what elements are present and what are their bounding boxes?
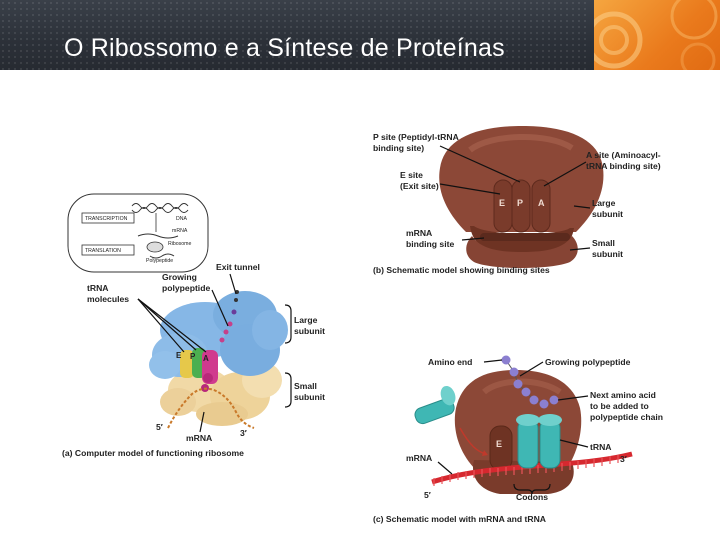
model-small-subunit-label-line2: subunit	[294, 392, 325, 402]
large-subunit-bracket	[284, 304, 292, 344]
schematic-small-subunit-label-line1: Small	[592, 238, 615, 248]
panel-a-computer-model: TRANSCRIPTION DNA mRNA TRANSLATION Ribos…	[62, 193, 325, 458]
model-e-site-label: E	[176, 351, 182, 360]
schematic-large-subunit-label-line1: Large	[592, 198, 616, 208]
a-site-label-line1: A site (Aminoacyl-	[586, 150, 661, 160]
panel-b-caption: (b) Schematic model showing binding site…	[373, 265, 550, 275]
incoming-trna	[414, 385, 456, 425]
e-site-label-line2: (Exit site)	[400, 181, 439, 191]
schematic-trna-in-ribosome	[516, 414, 562, 469]
schematic-large-subunit-label-line2: subunit	[592, 209, 623, 219]
header-texture	[0, 0, 590, 72]
five-prime-c-label: 5′	[424, 490, 431, 500]
schematic-p-site: P	[517, 198, 523, 208]
model-large-subunit-label-line1: Large	[294, 315, 318, 325]
model-large-subunit	[149, 291, 288, 379]
a-site-label-line2: tRNA binding site)	[586, 161, 661, 171]
trna-molecules-label-line2: molecules	[87, 294, 129, 304]
codons-bracket	[513, 483, 551, 495]
growing-polypeptide-label-line1: Growing	[162, 272, 197, 282]
model-mrna-strand	[167, 387, 255, 429]
inset-translation-label: TRANSLATION	[85, 248, 121, 254]
trna-c-label: tRNA	[590, 442, 611, 452]
next-amino-acid-label-line3: polypeptide chain	[590, 412, 663, 422]
p-site-label-line1: P site (Peptidyl-tRNA	[373, 132, 459, 142]
slide-title: O Ribossomo e a Síntese de Proteínas	[64, 34, 505, 62]
model-mrna-label: mRNA	[186, 433, 212, 443]
panel-c-caption: (c) Schematic model with mRNA and tRNA	[373, 514, 546, 524]
inset-dna-label: DNA	[176, 216, 187, 222]
next-amino-acid-label-line2: to be added to	[590, 401, 649, 411]
trna-molecules-label-line1: tRNA	[87, 283, 108, 293]
e-site-label-line1: E site	[400, 170, 423, 180]
model-three-prime-label: 3′	[240, 428, 247, 438]
model-large-subunit-label-line2: subunit	[294, 326, 325, 336]
model-trna-molecules	[180, 348, 218, 392]
model-p-site-label: P	[190, 352, 196, 361]
model-a-site-label: A	[203, 354, 209, 363]
amino-end-label: Amino end	[428, 357, 472, 367]
schematic-e-site: E	[499, 198, 505, 208]
schematic-a-site: A	[538, 198, 545, 208]
growing-polypeptide-c-label: Growing polypeptide	[545, 357, 631, 367]
model-small-subunit-label-line1: Small	[294, 381, 317, 391]
schematic-polypeptide-chain	[501, 355, 559, 409]
mrna-c-label: mRNA	[406, 453, 432, 463]
panel-a-caption: (a) Computer model of functioning riboso…	[62, 448, 244, 458]
header-divider	[0, 70, 720, 72]
inset-ribosome-label: Ribosome	[168, 241, 191, 247]
exit-tunnel-label: Exit tunnel	[216, 262, 260, 272]
schematic-c-e-site: E	[496, 439, 502, 449]
three-prime-c-label: 3′	[620, 454, 627, 464]
next-amino-acid	[549, 395, 559, 405]
mrna-binding-site-label-line1: mRNA	[406, 228, 432, 238]
header-accent-graphic	[594, 0, 720, 70]
mrna-binding-site-label-line2: binding site	[406, 239, 454, 249]
model-five-prime-label: 5′	[156, 422, 163, 432]
panel-a-inset-overview: TRANSCRIPTION DNA mRNA TRANSLATION Ribos…	[67, 193, 209, 273]
small-subunit-bracket	[284, 372, 292, 408]
schematic-ribosome-b	[439, 126, 604, 268]
inset-polypeptide-label: Polypeptide	[146, 258, 173, 264]
growing-polypeptide-label-line2: polypeptide	[162, 283, 210, 293]
next-amino-acid-label-line1: Next amino acid	[590, 390, 656, 400]
p-site-label-line2: binding site)	[373, 143, 424, 153]
schematic-small-subunit-label-line2: subunit	[592, 249, 623, 259]
codons-label: Codons	[516, 492, 548, 502]
inset-mrna-label: mRNA	[172, 228, 188, 234]
accent-swirl-icon	[594, 0, 718, 70]
inset-transcription-label: TRANSCRIPTION	[85, 216, 128, 222]
panel-b-binding-sites: E P A P site (Peptidyl-tRNA binding site…	[373, 126, 661, 275]
panel-c-mrna-trna: E Amino en	[373, 355, 663, 524]
